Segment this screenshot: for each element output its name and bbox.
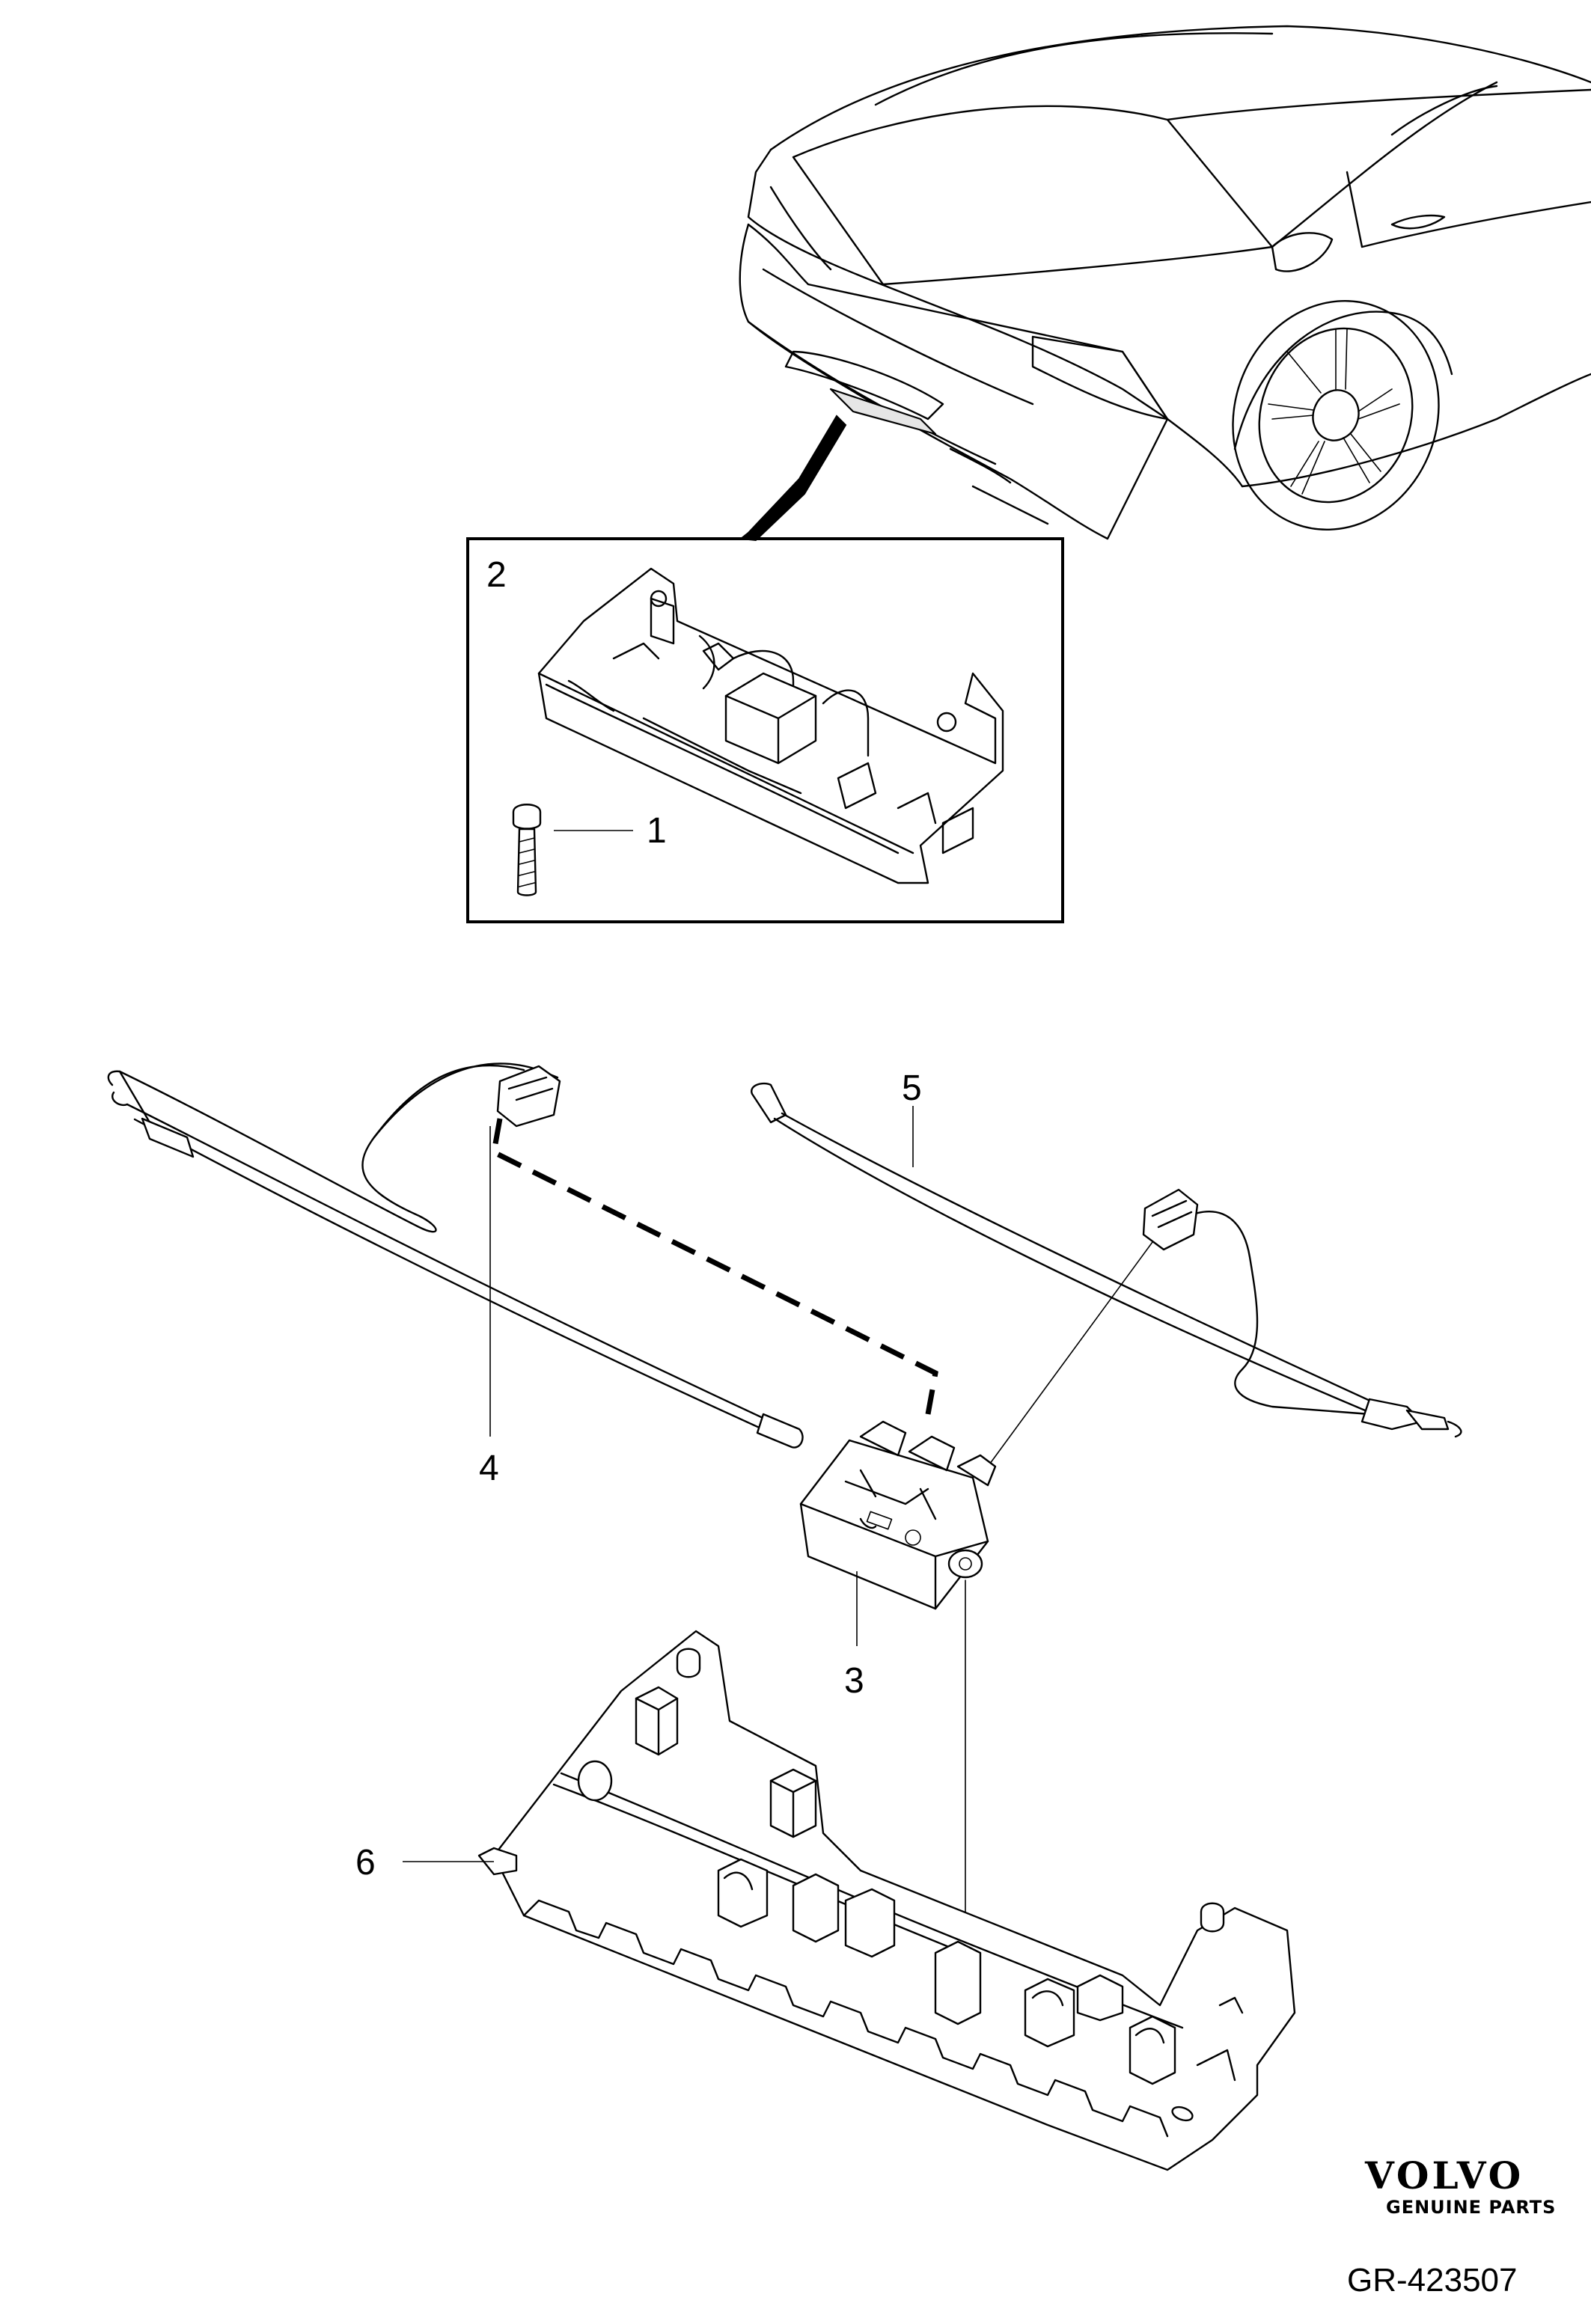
pointer-arrow <box>739 415 847 542</box>
callout-2: 2 <box>486 555 507 595</box>
callout-3: 3 <box>844 1661 864 1701</box>
car-rear-illustration <box>739 25 1591 540</box>
callout-1: 1 <box>647 811 667 851</box>
volvo-logo-text: VOLVO <box>1364 2153 1524 2198</box>
dashed-connection-line <box>491 1118 938 1415</box>
screw-drawing <box>512 804 542 896</box>
callout-6: 6 <box>355 1843 376 1883</box>
inset-box: 2 1 <box>466 537 1064 923</box>
bracket-part-6: 6 <box>355 1630 1296 2171</box>
callout-4: 4 <box>479 1449 499 1488</box>
branding-block: VOLVO GENUINE PARTS GR-423507 <box>1347 2153 1556 2299</box>
inset-assembly-drawing <box>537 567 1004 884</box>
cable-harness-part-4: 4 <box>107 1062 804 1488</box>
cable-harness-part-5: 5 <box>751 1068 1462 1467</box>
genuine-parts-text: GENUINE PARTS <box>1386 2197 1556 2218</box>
reference-code: GR-423507 <box>1347 2262 1517 2299</box>
callout-5: 5 <box>902 1068 922 1108</box>
control-module-part-3: 3 <box>799 1420 997 1969</box>
